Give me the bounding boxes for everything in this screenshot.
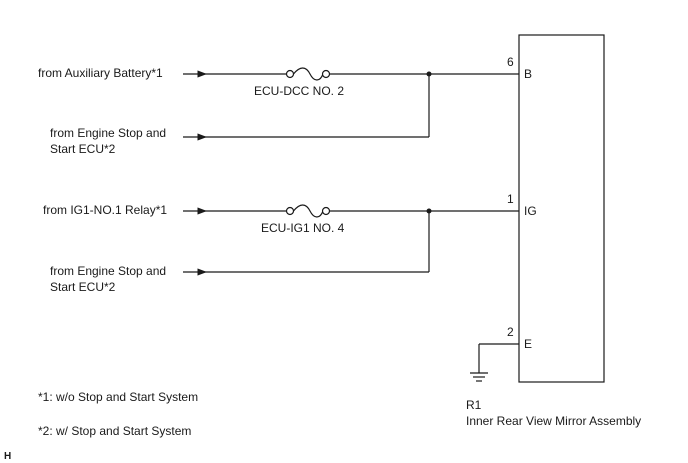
note-1: *1: w/o Stop and Start System <box>38 390 198 404</box>
pin-b-number: 6 <box>507 55 514 69</box>
component-box <box>518 34 605 383</box>
corner-mark: H <box>4 451 11 462</box>
component-name: Inner Rear View Mirror Assembly <box>466 414 641 428</box>
fuse-ig-label: ECU-IG1 NO. 4 <box>261 221 345 235</box>
pin-ig-name: IG <box>524 204 537 218</box>
ground-icon <box>470 372 488 382</box>
input-engine-stop-2-line2: Start ECU*2 <box>50 280 116 294</box>
pin-ig-number: 1 <box>507 192 514 206</box>
pin-e-name: E <box>524 337 532 351</box>
fuse-symbol-b <box>285 67 331 81</box>
input-engine-stop-1-line1: from Engine Stop and <box>50 126 166 140</box>
fuse-b-label: ECU-DCC NO. 2 <box>254 84 344 98</box>
input-ig1-relay-label: from IG1-NO.1 Relay*1 <box>43 203 167 217</box>
component-code: R1 <box>466 398 482 412</box>
input-engine-stop-1-line2: Start ECU*2 <box>50 142 116 156</box>
pin-e-number: 2 <box>507 325 514 339</box>
pin-b-name: B <box>524 67 532 81</box>
fuse-symbol-ig <box>285 204 331 218</box>
input-aux-battery-label: from Auxiliary Battery*1 <box>38 66 163 80</box>
note-2: *2: w/ Stop and Start System <box>38 424 191 438</box>
input-engine-stop-2-line1: from Engine Stop and <box>50 264 166 278</box>
